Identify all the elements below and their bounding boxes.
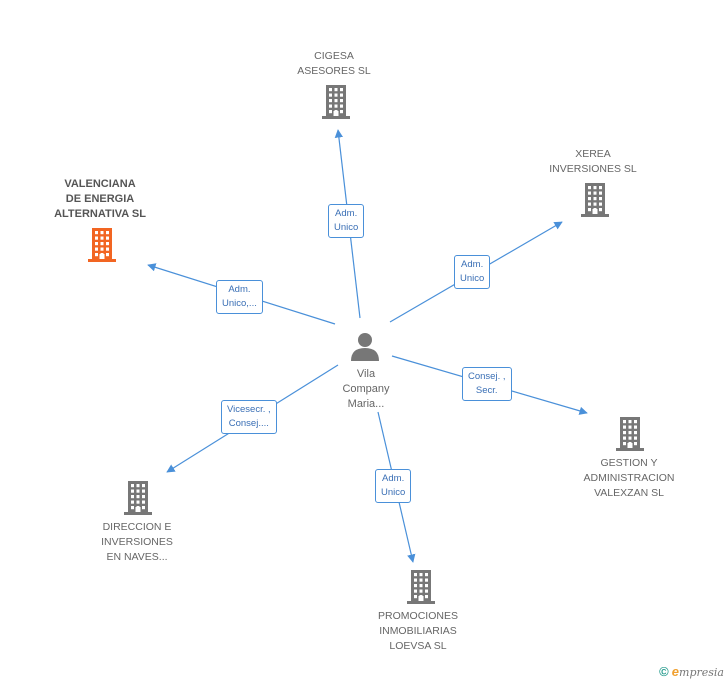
node-label-gestion[interactable]: GESTION Y ADMINISTRACION VALEXZAN SL [574, 456, 684, 501]
edge-label-line: Adm. [461, 259, 484, 270]
center-person-label[interactable]: Vila Company Maria... [326, 367, 406, 412]
building-icon-promociones[interactable] [407, 570, 435, 604]
brand-name: mpresia [679, 666, 724, 679]
edge-label-direccion[interactable]: Vicesecr. , Consej.... [221, 400, 277, 434]
node-label-line: INVERSIONES SL [549, 163, 637, 175]
node-label-line: XEREA [575, 148, 611, 160]
building-icon-direccion[interactable] [124, 481, 152, 515]
node-label-line: VALENCIANA [64, 178, 136, 190]
node-label-line: VALEXZAN SL [594, 487, 664, 499]
node-label-line: ALTERNATIVA SL [54, 208, 146, 220]
edge-label-gestion[interactable]: Consej. , Secr. [462, 367, 512, 401]
copyright-icon: © [659, 664, 669, 679]
building-icon-gestion[interactable] [616, 417, 644, 451]
node-label-line: CIGESA [314, 50, 354, 62]
node-label-line: INVERSIONES [101, 536, 173, 548]
center-name-line-2: Company [342, 383, 390, 395]
edge-label-line: Unico [334, 222, 359, 233]
edge-label-line: Adm. [382, 473, 405, 484]
edge-label-line: Unico [381, 487, 406, 498]
node-label-line: INMOBILIARIAS [379, 625, 457, 637]
edge-label-line: Adm. [228, 284, 251, 295]
node-label-xerea[interactable]: XEREA INVERSIONES SL [538, 147, 648, 177]
building-icon-cigesa[interactable] [322, 85, 350, 119]
edge-label-line: Adm. [335, 208, 358, 219]
edge-label-line: Vicesecr. , [227, 404, 271, 415]
brand-initial: e [671, 664, 680, 679]
edge-label-promociones[interactable]: Adm. Unico [375, 469, 412, 503]
edge-label-line: Consej. , [468, 371, 506, 382]
node-label-line: DE ENERGIA [65, 193, 135, 205]
edge-label-line: Unico,... [222, 298, 257, 309]
person-icon[interactable] [351, 333, 379, 361]
node-label-line: ADMINISTRACION [583, 472, 675, 484]
node-label-promociones[interactable]: PROMOCIONES INMOBILIARIAS LOEVSA SL [363, 609, 473, 654]
center-name-line-1: Vila [356, 368, 376, 380]
building-icon-xerea[interactable] [581, 183, 609, 217]
node-label-cigesa[interactable]: CIGESA ASESORES SL [284, 49, 384, 79]
edge-label-line: Secr. [475, 385, 498, 396]
center-name-line-3: Maria... [347, 398, 385, 410]
edge-label-cigesa[interactable]: Adm. Unico [328, 204, 365, 238]
edge-label-xerea[interactable]: Adm. Unico [454, 255, 491, 289]
edge-label-valenciana[interactable]: Adm. Unico,... [216, 280, 263, 314]
edge-label-line: Unico [460, 273, 485, 284]
node-label-line: LOEVSA SL [389, 640, 447, 652]
node-label-direccion[interactable]: DIRECCION E INVERSIONES EN NAVES... [82, 520, 192, 565]
node-label-line: EN NAVES... [106, 551, 168, 563]
footer-brand: © empresia [659, 664, 724, 679]
node-label-valenciana[interactable]: VALENCIANA DE ENERGIA ALTERNATIVA SL [45, 177, 155, 222]
edge-label-line: Consej.... [228, 418, 269, 429]
node-label-line: ASESORES SL [297, 65, 371, 77]
node-label-line: PROMOCIONES [378, 610, 458, 622]
node-label-line: GESTION Y [600, 457, 658, 469]
building-icon-valenciana[interactable] [88, 228, 116, 262]
node-label-line: DIRECCION E [102, 521, 172, 533]
